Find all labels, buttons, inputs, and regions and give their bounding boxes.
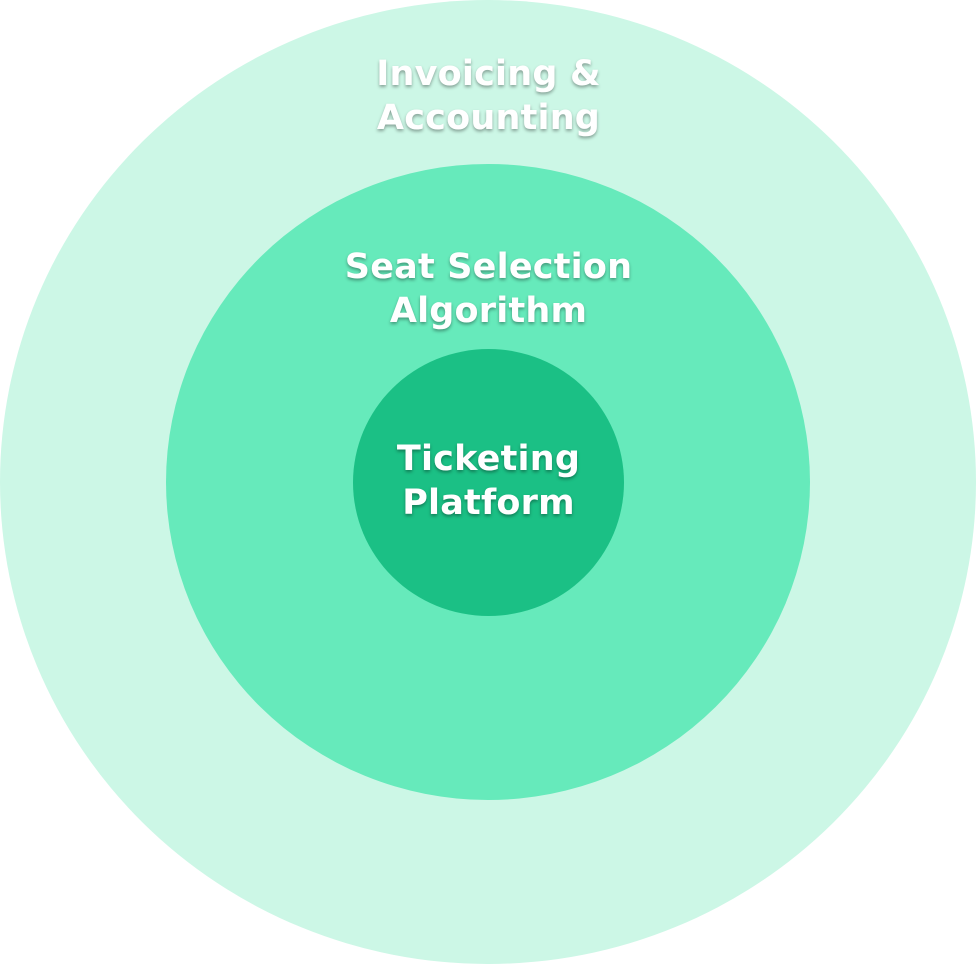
outer-ring-label-line-2: Accounting xyxy=(376,98,601,138)
outer-ring-label-line-1: Invoicing & xyxy=(376,54,601,94)
middle-ring-label-line-2: Algorithm xyxy=(389,291,588,331)
inner-circle-label: Ticketing Platform xyxy=(0,437,977,525)
inner-circle-label-line-2: Platform xyxy=(402,483,575,523)
outer-ring-label: Invoicing & Accounting xyxy=(0,52,977,140)
inner-circle-label-line-1: Ticketing xyxy=(396,439,581,479)
middle-ring-label: Seat Selection Algorithm xyxy=(0,245,977,333)
middle-ring-label-line-1: Seat Selection xyxy=(344,247,633,287)
inner-circle-ticketing-platform xyxy=(353,349,624,616)
